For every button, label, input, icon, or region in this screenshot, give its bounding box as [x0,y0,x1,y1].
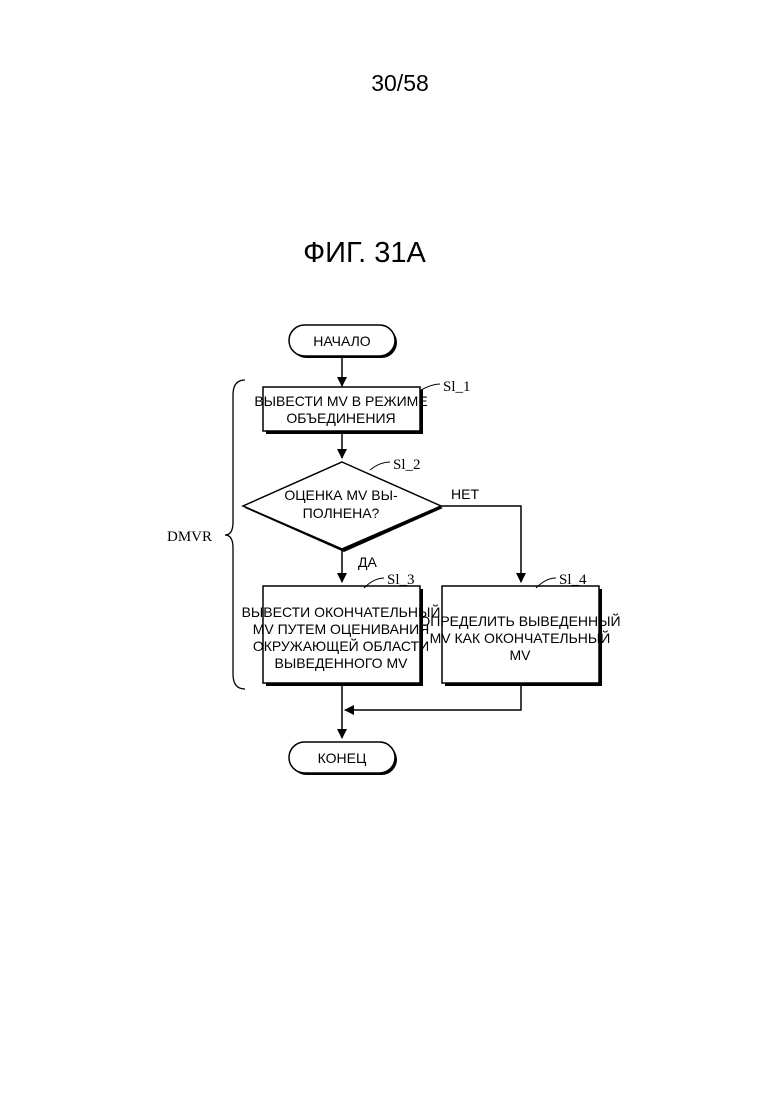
end-terminal: КОНЕЦ [289,742,397,775]
step-s2-decision: ОЦЕНКА MV ВЫ- ПОЛНЕНА? [243,462,443,552]
step-s3-box: ВЫВЕСТИ ОКОНЧАТЕЛЬНЫЙ MV ПУТЕМ ОЦЕНИВАНИ… [242,586,441,686]
step-s3-line-1: ВЫВЕСТИ ОКОНЧАТЕЛЬНЫЙ [242,603,441,620]
step-s4-ref: Sl_4 [559,572,587,588]
step-s3-line-3: ОКРУЖАЮЩЕЙ ОБЛАСТИ [253,637,429,654]
end-label: КОНЕЦ [318,750,367,766]
dmvr-label: DMVR [167,529,212,545]
yes-branch-label: ДА [358,554,377,570]
step-s2-line-1: ОЦЕНКА MV ВЫ- [284,487,398,503]
step-s3-line-2: MV ПУТЕМ ОЦЕНИВАНИЯ [253,621,430,637]
s1-ref-leader [421,384,440,390]
start-terminal: НАЧАЛО [289,325,397,358]
step-s1-ref: Sl_1 [443,379,471,395]
step-s1-line-1: ВЫВЕСТИ MV В РЕЖИМЕ [254,393,427,409]
arrow-s4-to-merge [345,683,521,710]
arrow-s2-to-s4 [441,506,521,582]
start-label: НАЧАЛО [313,333,371,349]
step-s4-line-2: MV КАК ОКОНЧАТЕЛЬНЫЙ [430,629,611,646]
step-s2-ref: Sl_2 [393,457,421,473]
step-s3-ref: Sl_3 [387,572,415,588]
step-s2-line-2: ПОЛНЕНА? [303,505,380,521]
step-s4-line-3: MV [510,647,532,663]
step-s4-box: ОПРЕДЕЛИТЬ ВЫВЕДЕННЫЙ MV КАК ОКОНЧАТЕЛЬН… [419,586,620,686]
step-s1-box: ВЫВЕСТИ MV В РЕЖИМЕ ОБЪЕДИНЕНИЯ [254,387,427,434]
step-s1-line-2: ОБЪЕДИНЕНИЯ [286,410,395,426]
dmvr-brace [225,380,245,689]
s2-ref-leader [370,462,390,470]
step-s3-line-4: ВЫВЕДЕННОГО MV [275,655,409,671]
no-branch-label: НЕТ [451,486,479,502]
step-s4-line-1: ОПРЕДЕЛИТЬ ВЫВЕДЕННЫЙ [419,612,620,629]
